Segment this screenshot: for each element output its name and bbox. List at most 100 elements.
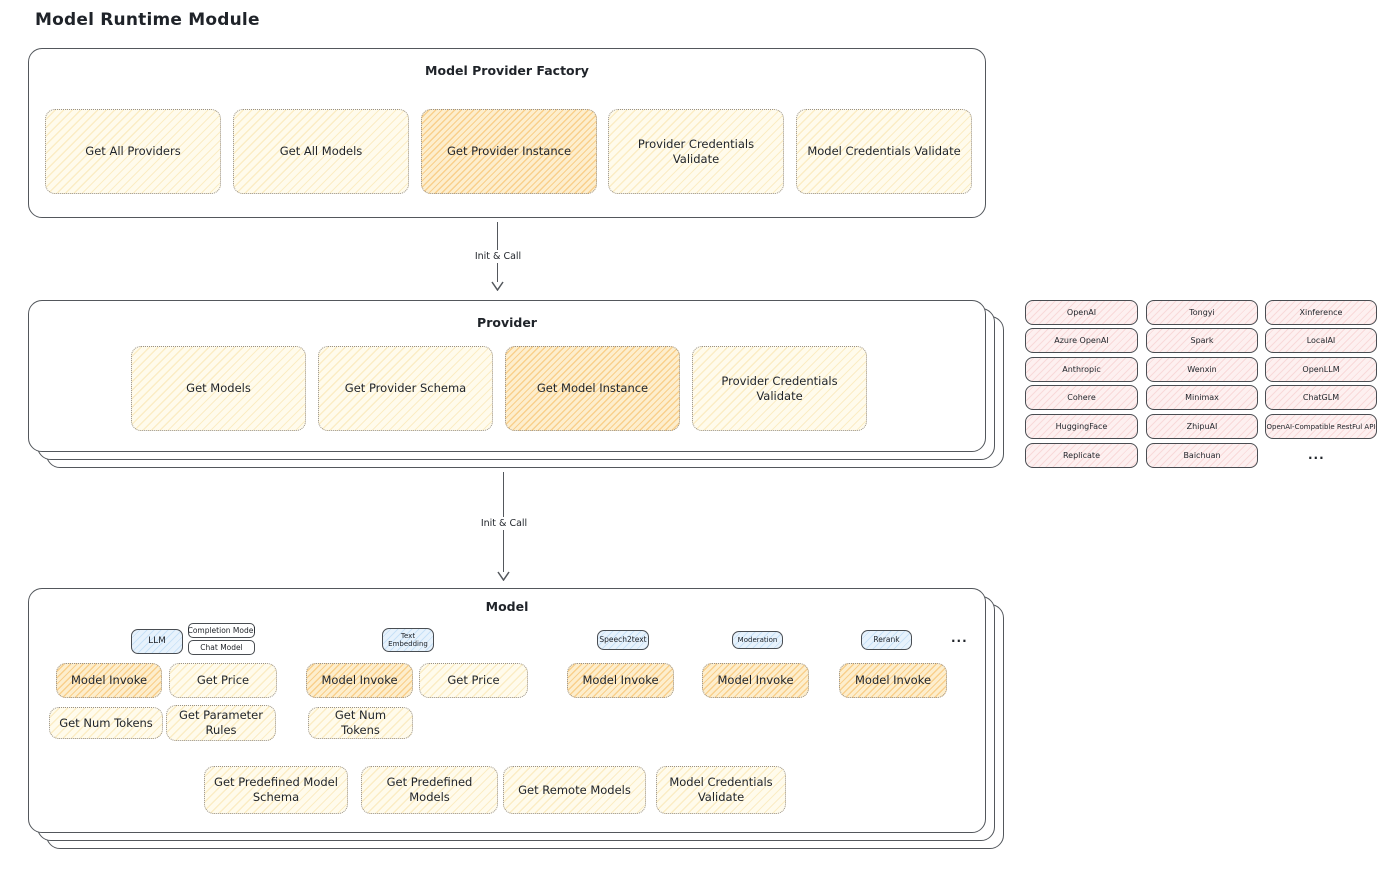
- provider-card-replicate: Replicate: [1025, 443, 1138, 468]
- node-model-invoke-llm: Model Invoke: [56, 663, 162, 698]
- card-label: OpenAI-Compatible RestFul API: [1266, 422, 1376, 431]
- card-label: Replicate: [1062, 451, 1100, 460]
- node-get-provider-instance: Get Provider Instance: [421, 109, 597, 194]
- node-label: Provider Credentials Validate: [637, 136, 755, 166]
- node-get-price-llm: Get Price: [169, 663, 277, 698]
- node-label: Model Credentials Validate: [669, 775, 773, 804]
- init-call-label-2: Init & Call: [475, 517, 533, 530]
- node-label: Get Parameter Rules: [179, 708, 263, 737]
- node-label: Model Invoke: [854, 673, 932, 688]
- node-label: Model Invoke: [70, 673, 148, 688]
- badge-completion-model: Completion Model: [188, 623, 255, 638]
- node-get-model-instance: Get Model Instance: [505, 346, 680, 431]
- node-label: Get Num Tokens: [334, 708, 387, 737]
- badge-label: Rerank: [873, 634, 900, 644]
- node-label: Get Num Tokens: [59, 715, 153, 730]
- badge-label: LLM: [148, 636, 166, 647]
- card-label: Anthropic: [1062, 365, 1101, 374]
- model-title: Model: [485, 599, 529, 614]
- node-label: Model Invoke: [717, 673, 794, 688]
- provider-cards-grid: OpenAI Azure OpenAI Anthropic Cohere Hug…: [1025, 300, 1377, 468]
- card-label: OpenLLM: [1302, 365, 1340, 374]
- card-label: ZhipuAI: [1186, 422, 1218, 431]
- card-label: Xinference: [1299, 308, 1343, 317]
- provider-card-tongyi: Tongyi: [1146, 300, 1258, 325]
- badge-label: Moderation: [737, 635, 778, 644]
- badge-moderation: Moderation: [732, 631, 783, 649]
- model-section: Model LLM Completion Model Chat Model Te…: [28, 588, 986, 833]
- node-get-models: Get Models: [131, 346, 306, 431]
- card-label: Cohere: [1067, 393, 1096, 402]
- provider-card-baichuan: Baichuan: [1146, 443, 1258, 468]
- node-label: Provider Credentials Validate: [721, 373, 838, 403]
- node-model-credentials-validate: Model Credentials Validate: [796, 109, 972, 194]
- node-label: Get Model Instance: [536, 381, 649, 396]
- node-label: Get Provider Instance: [446, 144, 572, 159]
- node-label: Get Price: [447, 673, 500, 688]
- badge-text-embedding: Text Embedding: [382, 628, 434, 652]
- card-label: Wenxin: [1187, 365, 1217, 374]
- node-label: Get Remote Models: [518, 782, 631, 797]
- card-label: Minimax: [1185, 393, 1219, 402]
- node-get-remote-models: Get Remote Models: [503, 766, 646, 814]
- badge-speech2text: Speech2text: [597, 630, 649, 650]
- more-providers-ellipsis: ...: [1308, 448, 1325, 462]
- badge-llm: LLM: [131, 629, 183, 654]
- node-get-predefined-model-schema: Get Predefined Model Schema: [204, 766, 348, 814]
- node-label: Get All Providers: [85, 144, 181, 159]
- provider-card-openllm: OpenLLM: [1265, 357, 1377, 382]
- badge-rerank: Rerank: [861, 630, 912, 650]
- node-get-predefined-models: Get Predefined Models: [361, 766, 498, 814]
- badge-chat-model: Chat Model: [188, 640, 255, 655]
- node-provider-credentials-validate: Provider Credentials Validate: [608, 109, 784, 194]
- provider-card-openai-compatible: OpenAI-Compatible RestFul API: [1265, 414, 1377, 439]
- provider-card-huggingface: HuggingFace: [1025, 414, 1138, 439]
- node-label: Model Invoke: [321, 673, 398, 688]
- arrow-down-icon: [491, 281, 504, 291]
- badge-label: Speech2text: [599, 634, 647, 644]
- node-label: Get Models: [186, 381, 251, 396]
- node-model-invoke-rerank: Model Invoke: [839, 663, 947, 698]
- node-provider-credentials-validate-2: Provider Credentials Validate: [692, 346, 867, 431]
- provider-card-openai: OpenAI: [1025, 300, 1138, 325]
- card-label: Azure OpenAI: [1054, 336, 1109, 345]
- node-get-all-providers: Get All Providers: [45, 109, 221, 194]
- model-provider-factory-section: Model Provider Factory Get All Providers…: [28, 48, 986, 218]
- provider-card-localai: LocalAI: [1265, 328, 1377, 353]
- badge-label: Completion Model: [187, 626, 256, 635]
- provider-card-minimax: Minimax: [1146, 385, 1258, 410]
- init-call-label-1: Init & Call: [469, 250, 527, 263]
- provider-section: Provider Get Models Get Provider Schema …: [28, 300, 986, 452]
- arrow-down-icon: [497, 571, 510, 581]
- node-get-num-tokens-llm: Get Num Tokens: [49, 707, 163, 739]
- provider-card-zhipuai: ZhipuAI: [1146, 414, 1258, 439]
- provider-card-xinference: Xinference: [1265, 300, 1377, 325]
- card-label: OpenAI: [1066, 308, 1097, 317]
- node-model-invoke-speech2text: Model Invoke: [567, 663, 674, 698]
- badge-label: Text Embedding: [388, 631, 428, 648]
- provider-card-wenxin: Wenxin: [1146, 357, 1258, 382]
- node-model-credentials-validate-2: Model Credentials Validate: [656, 766, 786, 814]
- node-label: Get All Models: [279, 144, 363, 159]
- card-label: ChatGLM: [1302, 393, 1340, 402]
- node-model-invoke-moderation: Model Invoke: [702, 663, 809, 698]
- node-label: Model Credentials Validate: [807, 144, 961, 159]
- card-label: HuggingFace: [1055, 422, 1108, 431]
- node-label: Get Provider Schema: [344, 381, 467, 396]
- card-label: Baichuan: [1183, 451, 1221, 460]
- more-model-types-ellipsis: ...: [951, 631, 968, 645]
- provider-card-spark: Spark: [1146, 328, 1258, 353]
- provider-card-anthropic: Anthropic: [1025, 357, 1138, 382]
- node-label: Get Price: [196, 673, 250, 688]
- node-label: Model Invoke: [582, 673, 659, 688]
- card-label: Tongyi: [1189, 308, 1215, 317]
- model-provider-factory-title: Model Provider Factory: [425, 63, 589, 78]
- provider-card-azure-openai: Azure OpenAI: [1025, 328, 1138, 353]
- node-model-invoke-text-embedding: Model Invoke: [306, 663, 413, 698]
- node-get-all-models: Get All Models: [233, 109, 409, 194]
- node-get-price-text-embedding: Get Price: [419, 663, 528, 698]
- node-label: Get Predefined Model Schema: [214, 775, 338, 804]
- diagram-title: Model Runtime Module: [35, 10, 260, 30]
- card-label: LocalAI: [1306, 336, 1336, 345]
